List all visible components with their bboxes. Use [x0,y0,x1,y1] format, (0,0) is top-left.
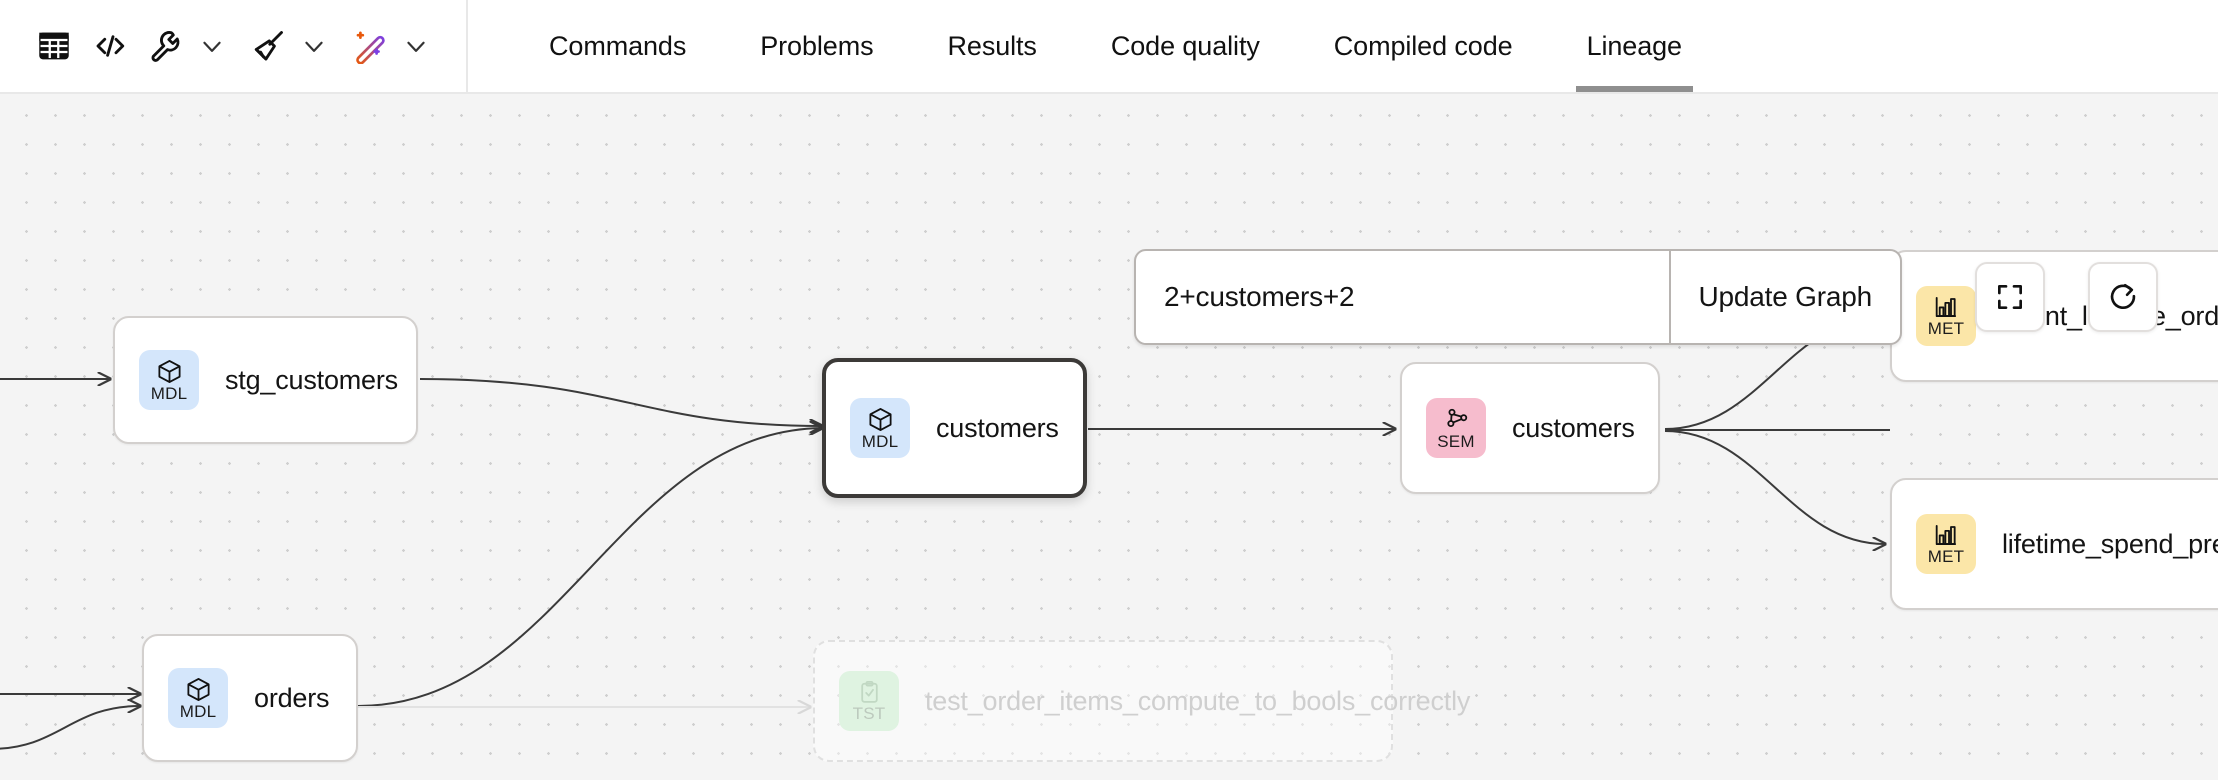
chevron-down-icon-format[interactable] [296,18,332,74]
toolbar [0,0,468,92]
node-label: lifetime_spend_pretax [2002,528,2218,559]
node-label: customers [936,412,1059,443]
graph-selector-bar: Update Graph [1134,249,1902,345]
tab-problems[interactable]: Problems [760,30,874,61]
node-badge-met: MET [1916,286,1976,346]
lineage-node-lifetime-spend-pretax[interactable]: MET lifetime_spend_pretax [1890,478,2218,610]
selector-input[interactable] [1136,251,1669,343]
lineage-canvas[interactable]: MDL stg_customers MDL orders MDL custome… [0,94,2218,780]
node-label: test_order_items_compute_to_bools_correc… [925,685,1471,716]
tab-commands[interactable]: Commands [549,30,687,61]
node-badge-label: MDL [150,383,188,403]
fit-view-button[interactable] [1975,262,2045,332]
node-badge-label: MET [1927,319,1965,338]
node-badge-label: MDL [861,431,899,451]
lineage-node-count-lifetime-orders[interactable]: MET count_lifetime_orders [1890,250,2218,382]
lineage-node-customers-semantic[interactable]: SEM customers [1400,362,1660,494]
magic-wand-icon[interactable] [342,18,398,74]
wrench-icon[interactable] [138,18,194,74]
table-view-icon[interactable] [26,18,82,74]
lineage-node-stg-customers[interactable]: MDL stg_customers [113,316,418,444]
node-badge-sem: SEM [1426,398,1486,458]
node-badge-label: TST [852,703,886,723]
code-view-icon[interactable] [82,18,138,74]
lineage-node-orders[interactable]: MDL orders [142,634,358,762]
refresh-button[interactable] [2088,262,2158,332]
node-badge-mdl: MDL [139,350,199,410]
node-label: stg_customers [225,364,398,395]
node-badge-label: MDL [179,701,217,721]
node-badge-label: MET [1927,547,1965,566]
node-label: customers [1512,412,1635,443]
tab-lineage[interactable]: Lineage [1550,0,1719,92]
chevron-down-icon-tools[interactable] [194,18,230,74]
tab-compiled-code[interactable]: Compiled code [1333,30,1513,61]
node-badge-mdl: MDL [168,668,228,728]
top-bar: Commands Problems Results Code quality C… [0,0,2218,94]
lineage-node-test-order-items[interactable]: TST test_order_items_compute_to_bools_co… [813,640,1471,762]
node-label: orders [254,682,330,713]
broom-icon[interactable] [240,18,296,74]
node-badge-met: MET [1916,514,1976,574]
tab-code-quality[interactable]: Code quality [1110,30,1260,61]
update-graph-button[interactable]: Update Graph [1668,251,1901,343]
tab-bar: Commands Problems Results Code quality C… [468,0,1719,92]
lineage-edges [0,94,1890,750]
tab-results[interactable]: Results [947,30,1037,61]
node-badge-tst: TST [839,671,899,731]
node-badge-mdl: MDL [850,398,910,458]
chevron-down-icon-ai[interactable] [398,18,434,74]
node-badge-label: SEM [1437,431,1475,451]
lineage-node-customers-model[interactable]: MDL customers [822,358,1087,498]
